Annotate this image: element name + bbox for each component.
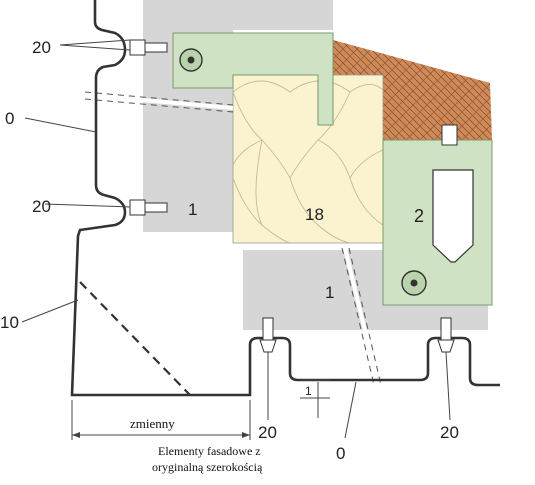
callout-20-mid: 20: [32, 197, 51, 216]
bracket-slot: [432, 169, 474, 263]
bracket-clip: [441, 124, 458, 146]
screw-mid: [129, 199, 168, 216]
leader-lines: [21, 39, 451, 440]
dimension-text: zmienny: [130, 416, 175, 431]
bracket-top: [172, 32, 334, 126]
insulation-pattern: [232, 80, 384, 244]
diagonal-brace: [79, 281, 191, 396]
insulation-18-label: 18: [305, 205, 324, 224]
callout-0-bottom: 0: [336, 444, 345, 463]
callout-0-left: 0: [5, 109, 14, 128]
callout-10: 10: [0, 313, 19, 332]
screw-bottom-left: [259, 317, 277, 353]
panel-1-bottom-label: 1: [325, 283, 334, 302]
break-lines: [84, 93, 380, 386]
callout-20-top: 20: [32, 38, 51, 57]
callout-20-bottom-right: 20: [440, 423, 459, 442]
caption-line1: Elementy fasadowe z: [158, 444, 261, 458]
screw-bottom-right: [437, 317, 455, 353]
facade-profile-left: [70, 12, 500, 397]
dim-1-label: 1: [305, 384, 312, 398]
panel-top-strip: [143, 0, 333, 30]
caption-line2: oryginalną szerokością: [152, 460, 263, 474]
callout-20-bottom-left: 20: [258, 423, 277, 442]
panel-1-left-label: 1: [188, 200, 197, 219]
bracket-2-label: 2: [414, 206, 424, 226]
